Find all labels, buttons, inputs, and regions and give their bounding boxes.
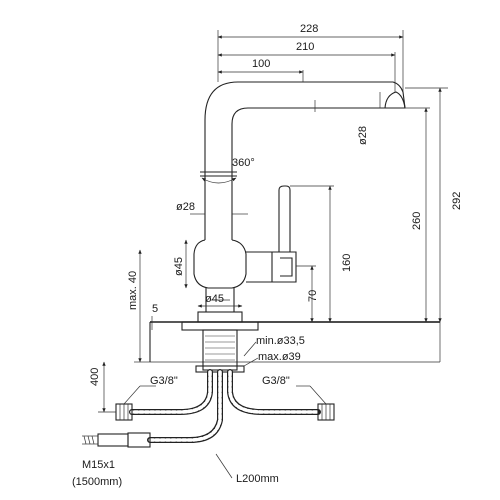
- dim-160: 160: [341, 254, 353, 272]
- dim-5: 5: [152, 303, 158, 315]
- dimension-lines: [98, 30, 448, 479]
- dim-min-phi33: min.ø33,5: [256, 335, 305, 347]
- dim-292: 292: [451, 192, 463, 210]
- faucet-outline: [193, 81, 406, 313]
- label-1500mm: (1500mm): [72, 476, 122, 488]
- label-l200mm: L200mm: [236, 473, 279, 485]
- dim-phi45-side: ø45: [173, 257, 185, 276]
- dim-260: 260: [411, 212, 423, 230]
- label-g38-right: G3/8": [262, 375, 290, 387]
- label-m15x1: M15x1: [82, 459, 115, 471]
- dim-max-phi39: max.ø39: [258, 351, 301, 363]
- dimension-labels: 228 210 100 ø28 360° ø28 292 260 160 ø45…: [72, 23, 463, 488]
- dim-phi28-body: ø28: [176, 201, 195, 213]
- dim-phi45-base: ø45: [205, 293, 224, 305]
- dim-rotation-360: 360°: [232, 157, 255, 169]
- dim-100: 100: [252, 58, 270, 70]
- dim-400: 400: [89, 368, 101, 386]
- dim-phi28-spout: ø28: [357, 126, 369, 145]
- dim-228: 228: [300, 23, 318, 35]
- dim-70: 70: [307, 290, 319, 302]
- dim-max40: max. 40: [127, 271, 139, 310]
- hoses: [82, 369, 335, 448]
- dim-210: 210: [296, 41, 314, 53]
- label-g38-left: G3/8": [150, 375, 178, 387]
- worktop: [149, 311, 441, 373]
